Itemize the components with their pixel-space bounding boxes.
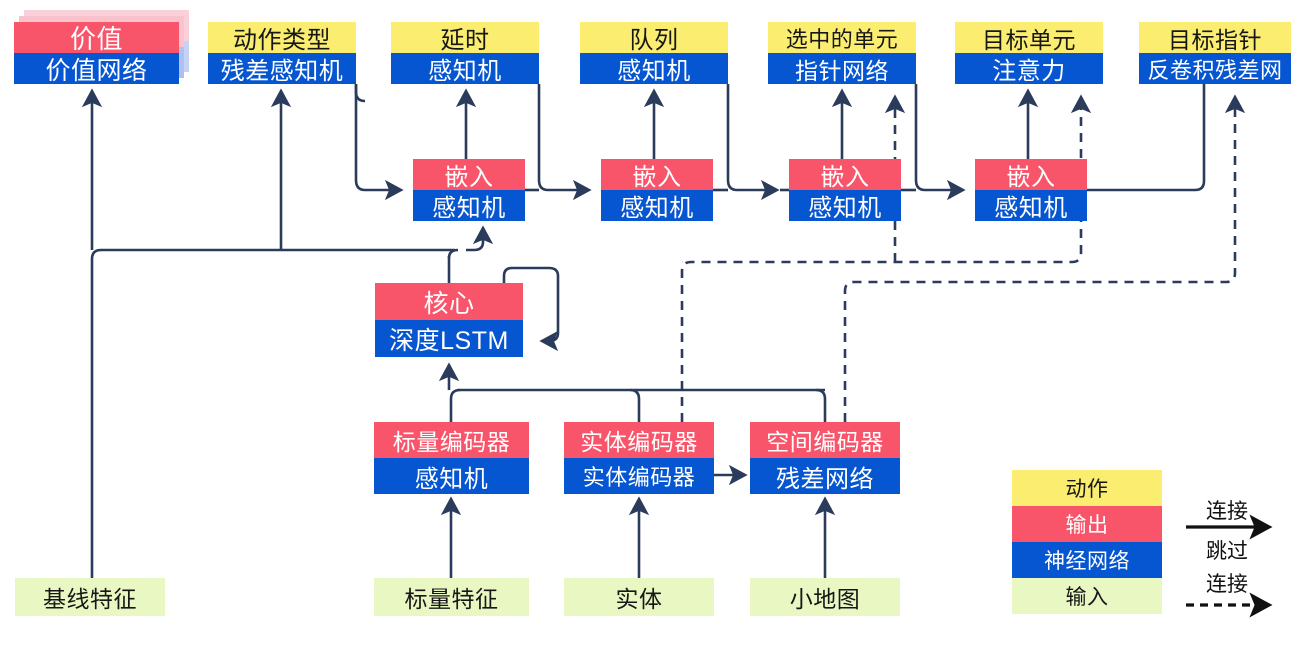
node-action-type-top: 动作类型 bbox=[208, 22, 356, 54]
node-value-bottom: 价值网络 bbox=[14, 53, 179, 85]
node-action-type-bottom: 残差感知机 bbox=[208, 53, 356, 85]
node-entity-encoder-bottom: 实体编码器 bbox=[564, 458, 714, 494]
node-scalar-encoder-top: 标量编码器 bbox=[374, 422, 529, 458]
node-spatial-encoder-bottom: 残差网络 bbox=[750, 458, 900, 494]
wire-entityenc-bus bbox=[629, 388, 641, 422]
wire-spatialenc-bus bbox=[815, 388, 827, 422]
legend-swatch-output: 输出 bbox=[1012, 506, 1162, 542]
node-embed-2-top: 嵌入 bbox=[601, 159, 713, 191]
wire-queue-to-embed3 bbox=[726, 84, 780, 201]
wire-targetpoint-feedback bbox=[1087, 84, 1206, 192]
node-delay-top: 延时 bbox=[391, 22, 539, 54]
node-target-unit[interactable]: 目标单元 注意力 bbox=[955, 22, 1103, 85]
wire-actiontype-drop-a bbox=[354, 84, 366, 103]
node-selected-units-top: 选中的单元 bbox=[768, 22, 916, 53]
node-core[interactable]: 核心 深度LSTM bbox=[375, 283, 523, 357]
node-embed-4-bottom: 感知机 bbox=[975, 190, 1087, 222]
node-target-point-bottom: 反卷积残差网 bbox=[1139, 53, 1291, 84]
node-value-top: 价值 bbox=[14, 22, 179, 54]
input-baseline-features[interactable]: 基线特征 bbox=[15, 578, 165, 616]
node-target-unit-top: 目标单元 bbox=[955, 22, 1103, 53]
legend-connect-label: 连接 bbox=[1206, 500, 1248, 523]
node-entity-encoder[interactable]: 实体编码器 实体编码器 bbox=[564, 422, 714, 494]
wire-selected-to-embed4 bbox=[914, 84, 966, 201]
wire-core-to-embed1 bbox=[466, 225, 494, 252]
node-scalar-encoder[interactable]: 标量编码器 感知机 bbox=[374, 422, 529, 494]
node-spatial-encoder-top: 空间编码器 bbox=[750, 422, 900, 458]
node-queue-top: 队列 bbox=[580, 22, 728, 54]
node-embed-3-bottom: 感知机 bbox=[789, 190, 901, 222]
node-embed-3[interactable]: 嵌入 感知机 bbox=[789, 159, 901, 222]
legend: 动作 输出 神经网络 输入 bbox=[1012, 470, 1162, 614]
node-queue-bottom: 感知机 bbox=[580, 53, 728, 85]
node-target-unit-bottom: 注意力 bbox=[955, 53, 1103, 85]
legend-skip-label-line2: 连接 bbox=[1206, 573, 1248, 596]
wire-actiontype-to-embed1 bbox=[354, 84, 404, 201]
node-embed-1-bottom: 感知机 bbox=[413, 190, 525, 222]
node-core-top: 核心 bbox=[375, 283, 523, 320]
legend-skip-label-line1: 跳过 bbox=[1206, 540, 1248, 563]
input-scalar-features[interactable]: 标量特征 bbox=[374, 578, 529, 616]
input-minimap[interactable]: 小地图 bbox=[750, 578, 900, 616]
node-target-point[interactable]: 目标指针 反卷积残差网 bbox=[1139, 22, 1291, 84]
legend-swatch-action: 动作 bbox=[1012, 470, 1162, 506]
wire-core-out-stub bbox=[447, 248, 459, 283]
legend-swatch-input: 输入 bbox=[1012, 578, 1162, 614]
node-delay-bottom: 感知机 bbox=[391, 53, 539, 85]
node-selected-units[interactable]: 选中的单元 指针网络 bbox=[768, 22, 916, 84]
node-queue[interactable]: 队列 感知机 bbox=[580, 22, 728, 85]
node-embed-2-bottom: 感知机 bbox=[601, 190, 713, 222]
wire-scalarenc-bus bbox=[449, 388, 461, 422]
node-embed-1[interactable]: 嵌入 感知机 bbox=[413, 159, 525, 222]
node-embed-3-top: 嵌入 bbox=[789, 159, 901, 191]
wire-delay-to-embed2 bbox=[537, 84, 592, 201]
node-embed-1-top: 嵌入 bbox=[413, 159, 525, 191]
wire-skip-entity-to-targetunit bbox=[680, 94, 1092, 422]
wire-skip-spatial-to-targetpoint bbox=[843, 94, 1246, 422]
node-embed-4[interactable]: 嵌入 感知机 bbox=[975, 159, 1087, 222]
input-entities[interactable]: 实体 bbox=[564, 578, 714, 616]
node-delay[interactable]: 延时 感知机 bbox=[391, 22, 539, 85]
node-core-bottom: 深度LSTM bbox=[375, 320, 523, 357]
node-target-point-top: 目标指针 bbox=[1139, 22, 1291, 53]
node-embed-2[interactable]: 嵌入 感知机 bbox=[601, 159, 713, 222]
node-embed-4-top: 嵌入 bbox=[975, 159, 1087, 191]
node-action-type[interactable]: 动作类型 残差感知机 bbox=[208, 22, 356, 85]
node-scalar-encoder-bottom: 感知机 bbox=[374, 458, 529, 494]
node-entity-encoder-top: 实体编码器 bbox=[564, 422, 714, 458]
node-value[interactable]: 价值 价值网络 bbox=[14, 10, 189, 85]
node-spatial-encoder[interactable]: 空间编码器 残差网络 bbox=[750, 422, 900, 494]
legend-swatch-network: 神经网络 bbox=[1012, 542, 1162, 578]
node-selected-units-bottom: 指针网络 bbox=[768, 53, 916, 84]
